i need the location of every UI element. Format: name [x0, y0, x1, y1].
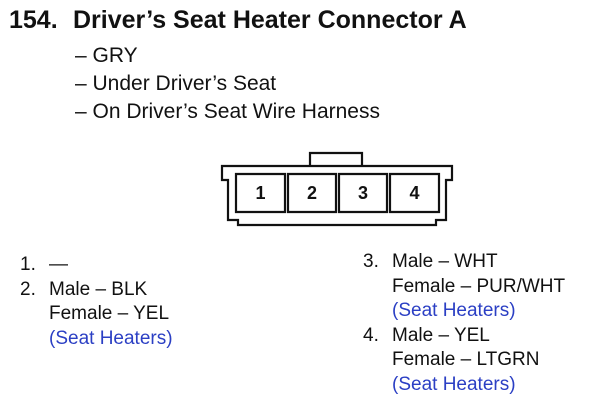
pin-number: 3.: [363, 251, 379, 272]
pin-wire-none: —: [49, 254, 68, 275]
pin-wire-female: Female – LTGRN: [392, 349, 540, 370]
pin-entry-1: 1. —: [20, 253, 173, 278]
pin-number: 4.: [363, 324, 379, 346]
pin-number: 1.: [20, 254, 36, 275]
pin-label-2: 2: [307, 183, 317, 203]
connector-housing: [220, 164, 454, 227]
pin-label-4: 4: [409, 183, 419, 203]
pin-cavity-4: [388, 172, 441, 214]
connector-face-illustration: 1 2 3 4: [220, 151, 454, 227]
pin-list-right: 3. Male – WHT Female – PUR/WHT (Seat Hea…: [363, 250, 565, 397]
connector-title: Driver’s Seat Heater Connector A: [73, 6, 467, 34]
pin-cavity-1: [234, 172, 287, 214]
pin-wire-female: Female – PUR/WHT: [392, 275, 566, 297]
pin-number: 2.: [20, 278, 36, 300]
pin-entry-2: 2. Male – BLK Female – YEL (Seat Heaters…: [20, 278, 173, 352]
connector-harness: – On Driver’s Seat Wire Harness: [75, 100, 380, 123]
pin-wire-male: Male – YEL: [392, 324, 490, 346]
pin-circuit-note: (Seat Heaters): [49, 327, 173, 349]
pin-entry-4: 4. Male – YEL Female – LTGRN (Seat Heate…: [363, 324, 565, 398]
pin-circuit-note: (Seat Heaters): [392, 373, 516, 395]
connector-location: – Under Driver’s Seat: [75, 72, 277, 95]
connector-details: – GRY – Under Driver’s Seat – On Driver’…: [75, 42, 380, 126]
connector-latch: [308, 151, 364, 166]
pin-circuit-note: (Seat Heaters): [392, 300, 516, 321]
pin-entry-3: 3. Male – WHT Female – PUR/WHT (Seat Hea…: [363, 250, 565, 324]
connector-color: – GRY: [75, 44, 138, 67]
pin-wire-male: Male – WHT: [392, 251, 498, 272]
pin-label-1: 1: [255, 183, 265, 203]
pin-cavity-3: [337, 172, 389, 214]
pin-cavity-2: [286, 172, 338, 214]
pin-list-left: 1. — 2. Male – BLK Female – YEL (Seat He…: [20, 253, 173, 351]
pin-wire-male: Male – BLK: [49, 278, 148, 300]
pin-wire-female: Female – YEL: [49, 303, 170, 324]
connector-diagram: 1 2 3 4: [218, 150, 456, 230]
connector-number: 154.: [9, 6, 58, 34]
pin-label-3: 3: [358, 183, 368, 203]
connector-heading: 154. Driver’s Seat Heater Connector A: [9, 6, 467, 35]
